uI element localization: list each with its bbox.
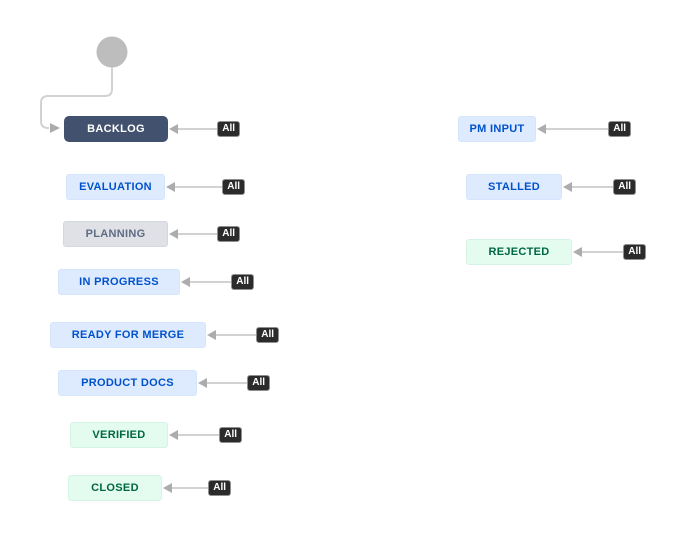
status-planning[interactable]: PLANNING: [63, 221, 168, 247]
status-pm-input[interactable]: PM INPUT: [458, 116, 536, 142]
transition-all-backlog: All: [169, 121, 240, 137]
transition-all-closed: All: [163, 480, 231, 496]
status-verified[interactable]: VERIFIED: [70, 422, 168, 448]
transition-all-planning: All: [169, 226, 240, 242]
status-ready-for-merge[interactable]: READY FOR MERGE: [50, 322, 206, 348]
transition-label-badge[interactable]: All: [247, 375, 270, 391]
transition-label-badge[interactable]: All: [623, 244, 646, 260]
transition-line: [178, 434, 220, 436]
transition-all-ready-for-merge: All: [207, 327, 279, 343]
transition-label-badge[interactable]: All: [231, 274, 254, 290]
status-closed[interactable]: CLOSED: [68, 475, 162, 501]
arrow-left-icon: [207, 330, 216, 340]
transition-line: [178, 128, 218, 130]
status-backlog[interactable]: BACKLOG: [64, 116, 168, 142]
status-in-progress[interactable]: IN PROGRESS: [58, 269, 180, 295]
transition-line: [175, 186, 223, 188]
transition-label-badge[interactable]: All: [217, 121, 240, 137]
transition-label-badge[interactable]: All: [219, 427, 242, 443]
transition-all-rejected: All: [573, 244, 646, 260]
arrow-left-icon: [563, 182, 572, 192]
transition-line: [178, 233, 218, 235]
transition-label-badge[interactable]: All: [256, 327, 279, 343]
arrow-left-icon: [166, 182, 175, 192]
transition-all-evaluation: All: [166, 179, 245, 195]
status-product-docs[interactable]: PRODUCT DOCS: [58, 370, 197, 396]
arrow-left-icon: [169, 124, 178, 134]
transition-all-in-progress: All: [181, 274, 254, 290]
transition-line: [582, 251, 624, 253]
arrow-left-icon: [573, 247, 582, 257]
transition-line: [172, 487, 209, 489]
start-connector-arrowhead-icon: [50, 123, 60, 133]
transition-line: [216, 334, 257, 336]
arrow-left-icon: [537, 124, 546, 134]
transition-line: [190, 281, 232, 283]
arrow-left-icon: [198, 378, 207, 388]
transition-all-product-docs: All: [198, 375, 270, 391]
transition-all-verified: All: [169, 427, 242, 443]
transition-label-badge[interactable]: All: [608, 121, 631, 137]
transition-label-badge[interactable]: All: [613, 179, 636, 195]
transition-all-stalled: All: [563, 179, 636, 195]
transition-line: [546, 128, 609, 130]
transition-line: [207, 382, 248, 384]
transition-label-badge[interactable]: All: [217, 226, 240, 242]
status-stalled[interactable]: STALLED: [466, 174, 562, 200]
arrow-left-icon: [169, 229, 178, 239]
start-node-circle[interactable]: [96, 36, 128, 68]
arrow-left-icon: [163, 483, 172, 493]
status-evaluation[interactable]: EVALUATION: [66, 174, 165, 200]
transition-label-badge[interactable]: All: [222, 179, 245, 195]
arrow-left-icon: [169, 430, 178, 440]
status-rejected[interactable]: REJECTED: [466, 239, 572, 265]
transition-line: [572, 186, 614, 188]
transition-label-badge[interactable]: All: [208, 480, 231, 496]
transition-all-pm-input: All: [537, 121, 631, 137]
arrow-left-icon: [181, 277, 190, 287]
